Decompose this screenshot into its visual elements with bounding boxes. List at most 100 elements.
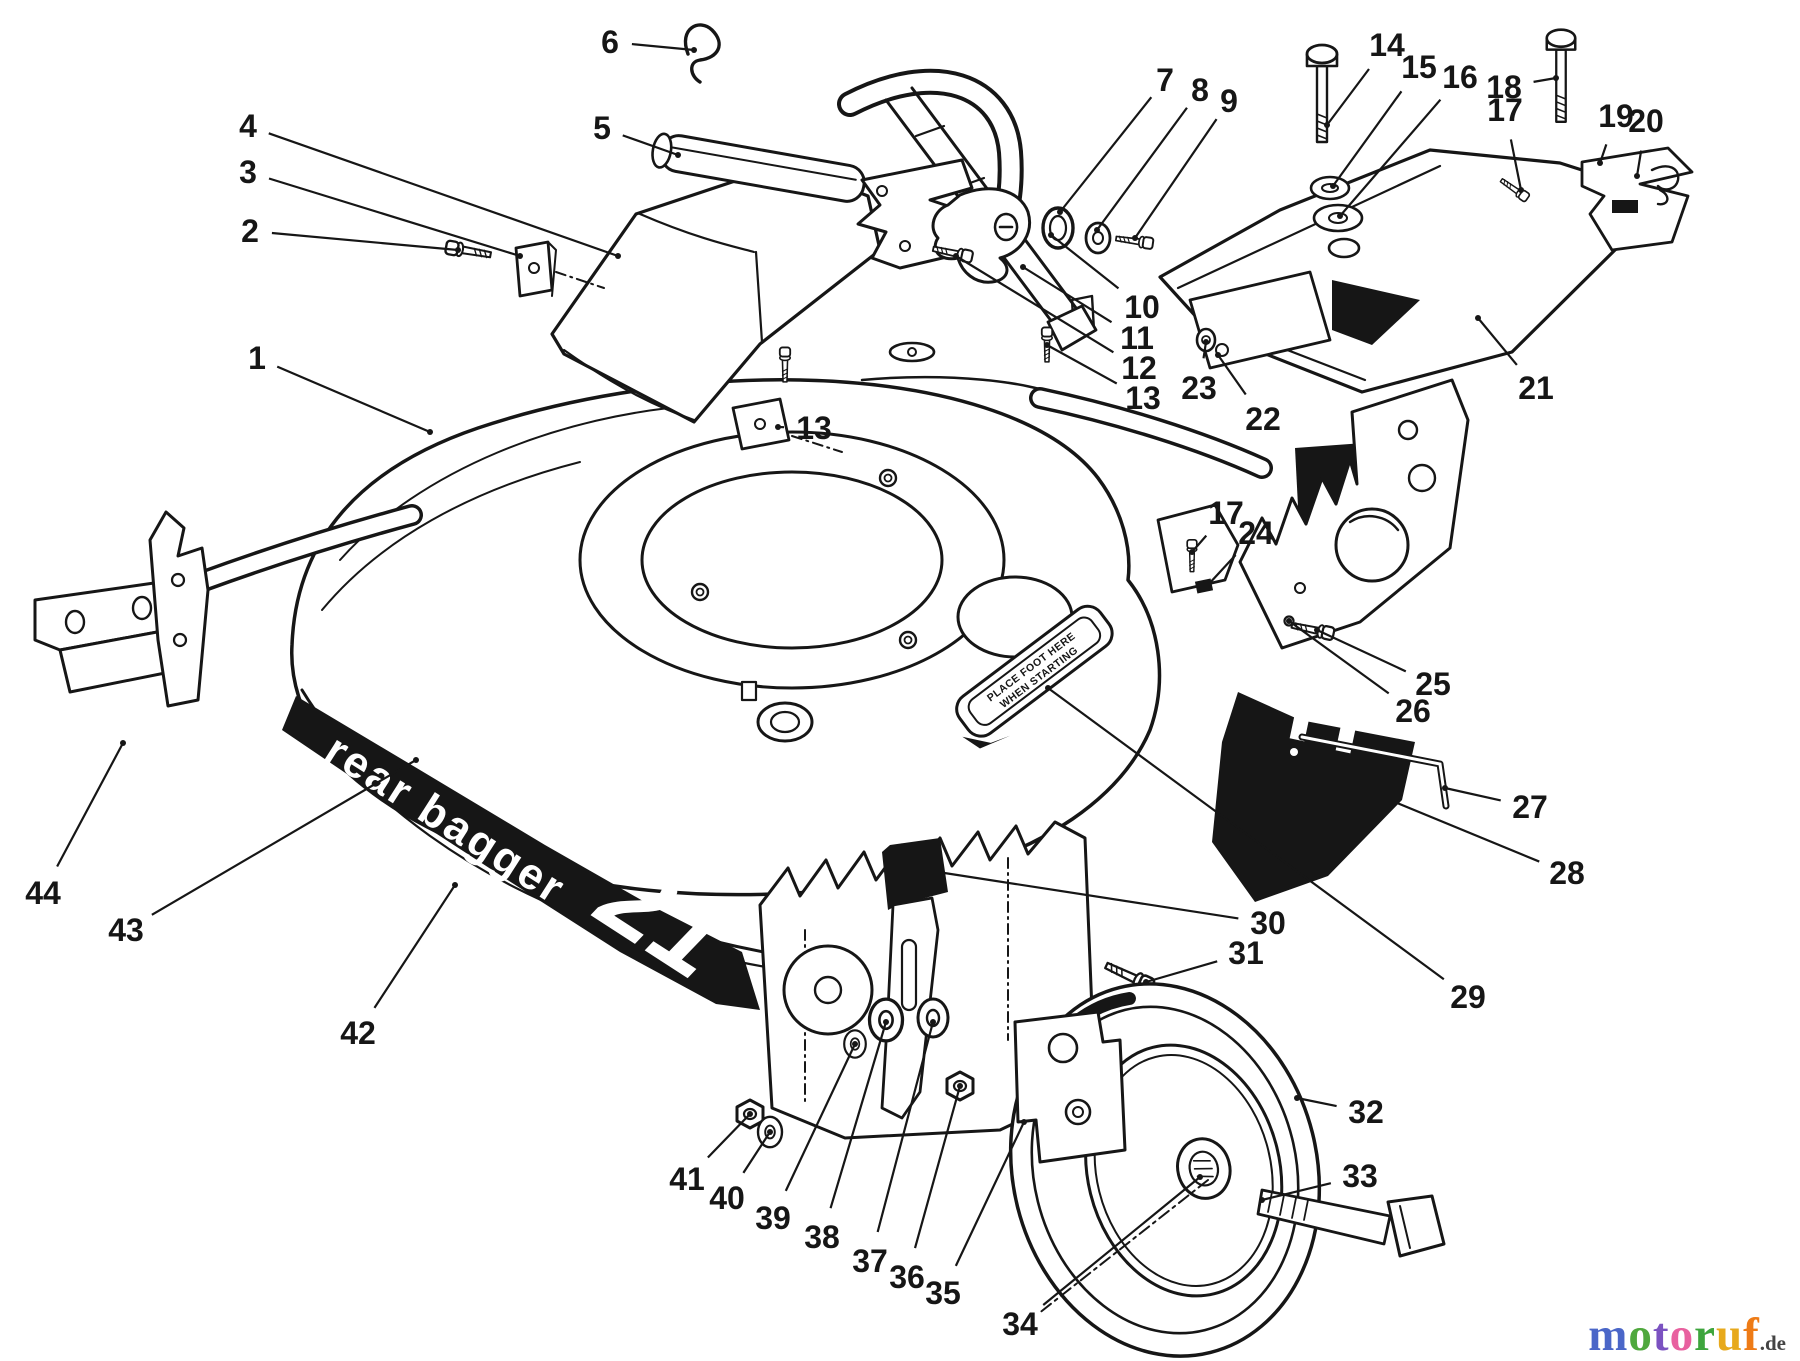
svg-text:26: 26 — [1395, 693, 1431, 729]
callout-15: 15 — [1330, 49, 1437, 189]
callout-13: 13 — [1044, 342, 1161, 416]
svg-text:35: 35 — [925, 1275, 961, 1311]
svg-text:5: 5 — [593, 110, 611, 146]
cover-bolt-and-nut — [443, 239, 605, 298]
logo-letter-o: o — [1669, 1309, 1695, 1361]
svg-text:38: 38 — [804, 1219, 840, 1255]
logo-letter-t: t — [1652, 1309, 1670, 1361]
svg-text:13: 13 — [1125, 380, 1161, 416]
svg-text:12: 12 — [1121, 350, 1157, 386]
callout-21: 21 — [1475, 315, 1554, 406]
svg-text:33: 33 — [1342, 1158, 1378, 1194]
svg-text:17: 17 — [1208, 495, 1244, 531]
svg-text:37: 37 — [852, 1243, 888, 1279]
callout-37: 37 — [852, 1019, 936, 1279]
svg-text:21: 21 — [1518, 370, 1554, 406]
svg-text:30: 30 — [1250, 905, 1286, 941]
svg-text:31: 31 — [1228, 935, 1264, 971]
callout-19: 19 — [1597, 98, 1634, 166]
callout-43: 43 — [108, 757, 419, 948]
axle-centerline — [1037, 1179, 1209, 1315]
svg-text:29: 29 — [1450, 979, 1486, 1015]
callout-27: 27 — [1442, 785, 1548, 825]
callout-9: 9 — [1132, 83, 1238, 241]
left-serrated-strap — [148, 510, 210, 708]
callout-34: 34 — [1002, 1174, 1203, 1342]
svg-text:32: 32 — [1348, 1094, 1384, 1130]
callout-17: 17 — [1487, 92, 1524, 193]
callout-6: 6 — [601, 24, 697, 60]
callout-2: 2 — [241, 213, 461, 253]
svg-text:1: 1 — [248, 340, 266, 376]
deflector-rod — [1298, 733, 1450, 810]
rear-deflector-shield — [1212, 692, 1415, 902]
callout-29: 29 — [1045, 685, 1486, 1015]
svg-text:16: 16 — [1442, 59, 1478, 95]
svg-text:3: 3 — [239, 154, 257, 190]
rear-handle-tube — [1029, 387, 1273, 479]
svg-text:10: 10 — [1124, 289, 1160, 325]
cam-lever — [931, 187, 1031, 284]
callout-30: 30 — [935, 869, 1286, 941]
chute-cover — [550, 162, 882, 424]
callout-36: 36 — [889, 1083, 963, 1295]
callout-33: 33 — [1259, 1158, 1378, 1203]
callout-41: 41 — [669, 1111, 753, 1197]
svg-text:4: 4 — [239, 108, 257, 144]
callout-23: 23 — [1181, 339, 1217, 406]
lever-knob — [882, 838, 948, 910]
svg-text:8: 8 — [1191, 72, 1209, 108]
callout-22: 22 — [1215, 352, 1281, 437]
svg-text:24: 24 — [1238, 515, 1274, 551]
svg-text:40: 40 — [709, 1180, 745, 1216]
axle-bolt — [1256, 1188, 1446, 1258]
svg-text:23: 23 — [1181, 370, 1217, 406]
callout-17: 17 — [1189, 495, 1244, 555]
deflector-bracket — [1580, 146, 1694, 252]
svg-text:18: 18 — [1486, 69, 1522, 105]
hinge-fasteners — [930, 206, 1155, 363]
wire-clip — [683, 23, 721, 84]
left-mount-bracket — [33, 510, 210, 708]
svg-text:7: 7 — [1156, 62, 1174, 98]
callout-18: 18 — [1486, 69, 1559, 105]
callout-11: 11 — [1020, 264, 1154, 356]
motoruf-logo-letters: motoruf — [1588, 1312, 1759, 1359]
callout-39: 39 — [755, 1041, 858, 1236]
svg-text:43: 43 — [108, 912, 144, 948]
callout-3: 3 — [239, 154, 523, 259]
svg-text:41: 41 — [669, 1161, 705, 1197]
svg-text:2: 2 — [241, 213, 259, 249]
motoruf-logo: motoruf.de — [1588, 1312, 1786, 1359]
svg-text:36: 36 — [889, 1259, 925, 1295]
callout-32: 32 — [1294, 1094, 1384, 1130]
svg-text:15: 15 — [1401, 49, 1437, 85]
svg-text:28: 28 — [1549, 855, 1585, 891]
deflector-bolts — [1305, 28, 1577, 259]
handle-grip-bar — [651, 132, 866, 203]
callout-44: 44 — [25, 740, 126, 911]
callout-5: 5 — [593, 110, 681, 158]
callout-4: 4 — [239, 108, 621, 259]
spring-clip — [1650, 165, 1680, 206]
height-adjuster-bracket — [1156, 503, 1336, 642]
callout-28: 28 — [1387, 797, 1585, 891]
svg-text:20: 20 — [1628, 103, 1664, 139]
callout-1: 1 — [248, 340, 433, 435]
callout-42: 42 — [340, 882, 458, 1051]
svg-text:42: 42 — [340, 1015, 376, 1051]
motoruf-logo-suffix: .de — [1759, 1331, 1786, 1355]
svg-text:22: 22 — [1245, 401, 1281, 437]
svg-text:13: 13 — [796, 410, 832, 446]
svg-text:19: 19 — [1598, 98, 1634, 134]
callout-10: 10 — [1048, 232, 1160, 325]
svg-text:25: 25 — [1415, 666, 1451, 702]
svg-text:44: 44 — [25, 875, 61, 911]
logo-letter-f: f — [1743, 1309, 1760, 1361]
callout-7: 7 — [1057, 62, 1174, 215]
logo-letter-r: r — [1694, 1309, 1716, 1361]
callout-31: 31 — [1143, 935, 1264, 985]
